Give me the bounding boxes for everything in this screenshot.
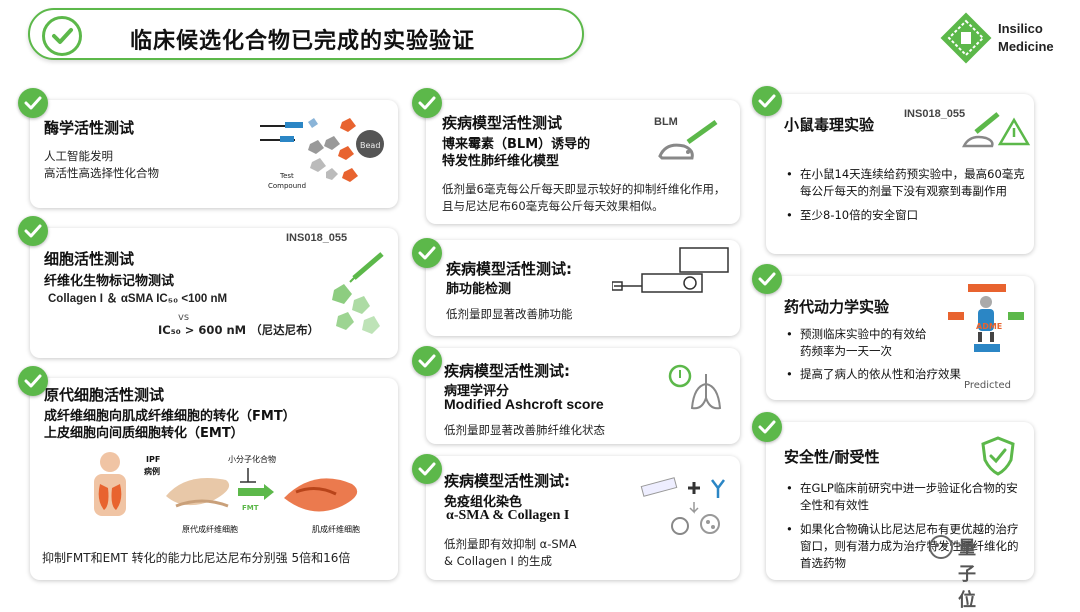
enzyme-assay-icon: Bead Test Compound [260, 118, 384, 190]
card-subtitle: α-SMA & Collagen I [446, 508, 570, 523]
card-subtitle: 免疫组化染色 [444, 495, 523, 510]
insilico-logo: Insilico Medicine [940, 12, 1064, 68]
card-title: 疾病模型活性测试: [444, 362, 570, 380]
card-text: 低剂量即有效抑制 α-SMA & Collagen I 的生成 [444, 536, 576, 570]
card-title: 小鼠毒理实验 [784, 116, 875, 134]
bullet-item: 提高了病人的依从性和治疗效果 [786, 366, 1026, 383]
fig-right-label: 肌成纤维细胞 [312, 524, 360, 534]
ipf-label: IPF [146, 455, 160, 464]
check-icon [412, 454, 442, 484]
check-icon [18, 216, 48, 246]
card-desc: 人工智能发明 [44, 149, 113, 163]
shield-check-icon [981, 436, 1015, 476]
compound-code: INS018_055 [904, 108, 966, 120]
card-safety: 安全性/耐受性 在GLP临床前研究中进一步验证化合物的安全性和有效性 如果化合物… [766, 422, 1034, 580]
blm-tag: BLM [654, 116, 678, 128]
card-pharmacokinetics: 药代动力学实验 预测临床实验中的有效给药频率为一天一次 提高了病人的依从性和治疗… [766, 276, 1034, 400]
vs-label: vs [178, 312, 190, 323]
card-subtitle: 特发性肺纤维化模型 [442, 154, 560, 169]
check-icon [752, 412, 782, 442]
title-banner: 临床候选化合物已完成的实验验证 [28, 8, 584, 60]
adme-figure-icon: ADME [948, 284, 1024, 352]
card-pathology: 疾病模型活性测试: 病理学评分 Modified Ashcroft score … [426, 348, 740, 444]
check-icon [412, 238, 442, 268]
card-subtitle: 病理学评分 [444, 384, 510, 399]
card-title: 安全性/耐受性 [784, 448, 880, 466]
card-lung-function: 疾病模型活性测试: 肺功能检测 低剂量即显著改善肺功能 [426, 240, 740, 336]
check-icon [42, 16, 82, 56]
card-subtitle: 上皮细胞向间质细胞转化（EMT） [44, 426, 244, 441]
logo-text-line1: Insilico [998, 21, 1043, 36]
watermark-text: 量子位 [958, 538, 976, 611]
predicted-label: Predicted [964, 380, 1011, 391]
card-text: 低剂量6毫克每公斤每天即显示较好的抑制纤维化作用，且与尼达尼布60毫克每公斤每天… [442, 182, 726, 213]
compound-code: INS018_055 [286, 232, 348, 244]
watermark-logo-icon [929, 535, 953, 559]
check-icon [412, 346, 442, 376]
check-icon [752, 86, 782, 116]
card-ihc: 疾病模型活性测试: 免疫组化染色 α-SMA & Collagen I 低剂量即… [426, 456, 740, 580]
card-toxicology: 小鼠毒理实验 INS018_055 在小鼠14天连续给药预实验中，最高60毫克每… [766, 94, 1034, 254]
lungs-icon [668, 364, 722, 410]
card-subtitle: 博来霉素（BLM）诱导的 [442, 137, 591, 152]
fmt-diagram-icon: IPF 病例 小分子化合物 FMT 原代成纤维细胞 肌成纤维细胞 [94, 452, 360, 534]
fig-compound-label: Compound [268, 182, 306, 190]
staining-icon [640, 477, 725, 535]
check-icon [18, 88, 48, 118]
mouse-syringe-icon [658, 119, 718, 160]
fmt-label: FMT [242, 504, 259, 512]
bullet-item: 在小鼠14天连续给药预实验中，最高60毫克每公斤每天的剂量下没有观察到毒副作用 [786, 166, 1026, 200]
ic50-line: Collagen I ＆ αSMA IC₅₀ <100 nM [48, 293, 228, 305]
page-title: 临床候选化合物已完成的实验验证 [130, 29, 476, 54]
card-cell-activity: 细胞活性测试 纤维化生物标记物测试 INS018_055 Collagen I … [30, 228, 398, 358]
bullet-item: 在GLP临床前研究中进一步验证化合物的安全性和有效性 [786, 480, 1026, 514]
card-text-line: & Collagen I 的生成 [444, 554, 552, 568]
small-molecule-label: 小分子化合物 [228, 454, 276, 464]
card-blm-model: 疾病模型活性测试 博来霉素（BLM）诱导的 特发性肺纤维化模型 BLM 低剂量6… [426, 100, 740, 224]
card-primary-cell: 原代细胞活性测试 成纤维细胞向肌成纤维细胞的转化（FMT） 上皮细胞向间质细胞转… [30, 378, 398, 580]
card-title: 原代细胞活性测试 [44, 386, 165, 404]
bullet-item: 如果化合物确认比尼达尼布有更优越的治疗窗口，则有潜力成为治疗特发性肺纤维化的首选… [786, 521, 1026, 572]
card-title: 疾病模型活性测试: [446, 260, 572, 278]
fig-test-label: Test [279, 172, 294, 180]
logo-text-line2: Medicine [998, 39, 1054, 54]
bullet-item: 预测临床实验中的有效给药频率为一天一次 [786, 326, 936, 360]
lung-function-device-icon [612, 247, 729, 293]
card-title: 酶学活性测试 [44, 119, 135, 137]
card-subtitle: 纤维化生物标记物测试 [44, 274, 175, 289]
card-result: 抑制FMT和EMT 转化的能力比尼达尼布分别强 5倍和16倍 [42, 551, 351, 565]
card-title: 药代动力学实验 [784, 298, 890, 316]
check-icon [752, 264, 782, 294]
card-enzyme: 酶学活性测试 人工智能发明 高活性高选择性化合物 Bead Test Compo… [30, 100, 398, 208]
logo-diamond-icon [940, 12, 992, 64]
card-subtitle: Modified Ashcroft score [444, 396, 604, 412]
card-title: 疾病模型活性测试 [442, 114, 563, 132]
bullet-item: 至少8-10倍的安全窗口 [786, 207, 1026, 224]
ipf-label-2: 病例 [144, 466, 160, 476]
card-title: 疾病模型活性测试: [444, 472, 570, 490]
card-desc: 高活性高选择性化合物 [44, 166, 159, 180]
card-text: 低剂量即显著改善肺功能 [446, 307, 573, 321]
ic50-compare: IC₅₀ > 600 nM （尼达尼布） [158, 323, 320, 337]
card-subtitle: 成纤维细胞向肌成纤维细胞的转化（FMT） [44, 409, 296, 424]
syringe-cells-icon [332, 252, 384, 334]
fig-left-label: 原代成纤维细胞 [182, 524, 238, 534]
card-text-line: 低剂量即有效抑制 α-SMA [444, 537, 577, 551]
check-icon [412, 88, 442, 118]
card-title: 细胞活性测试 [44, 250, 135, 268]
bead-label: Bead [360, 141, 380, 150]
adme-label: ADME [976, 322, 1002, 331]
card-text: 低剂量即显著改善肺纤维化状态 [444, 423, 605, 437]
check-icon [18, 366, 48, 396]
card-subtitle: 肺功能检测 [446, 282, 512, 297]
mouse-warning-icon [962, 112, 1031, 148]
